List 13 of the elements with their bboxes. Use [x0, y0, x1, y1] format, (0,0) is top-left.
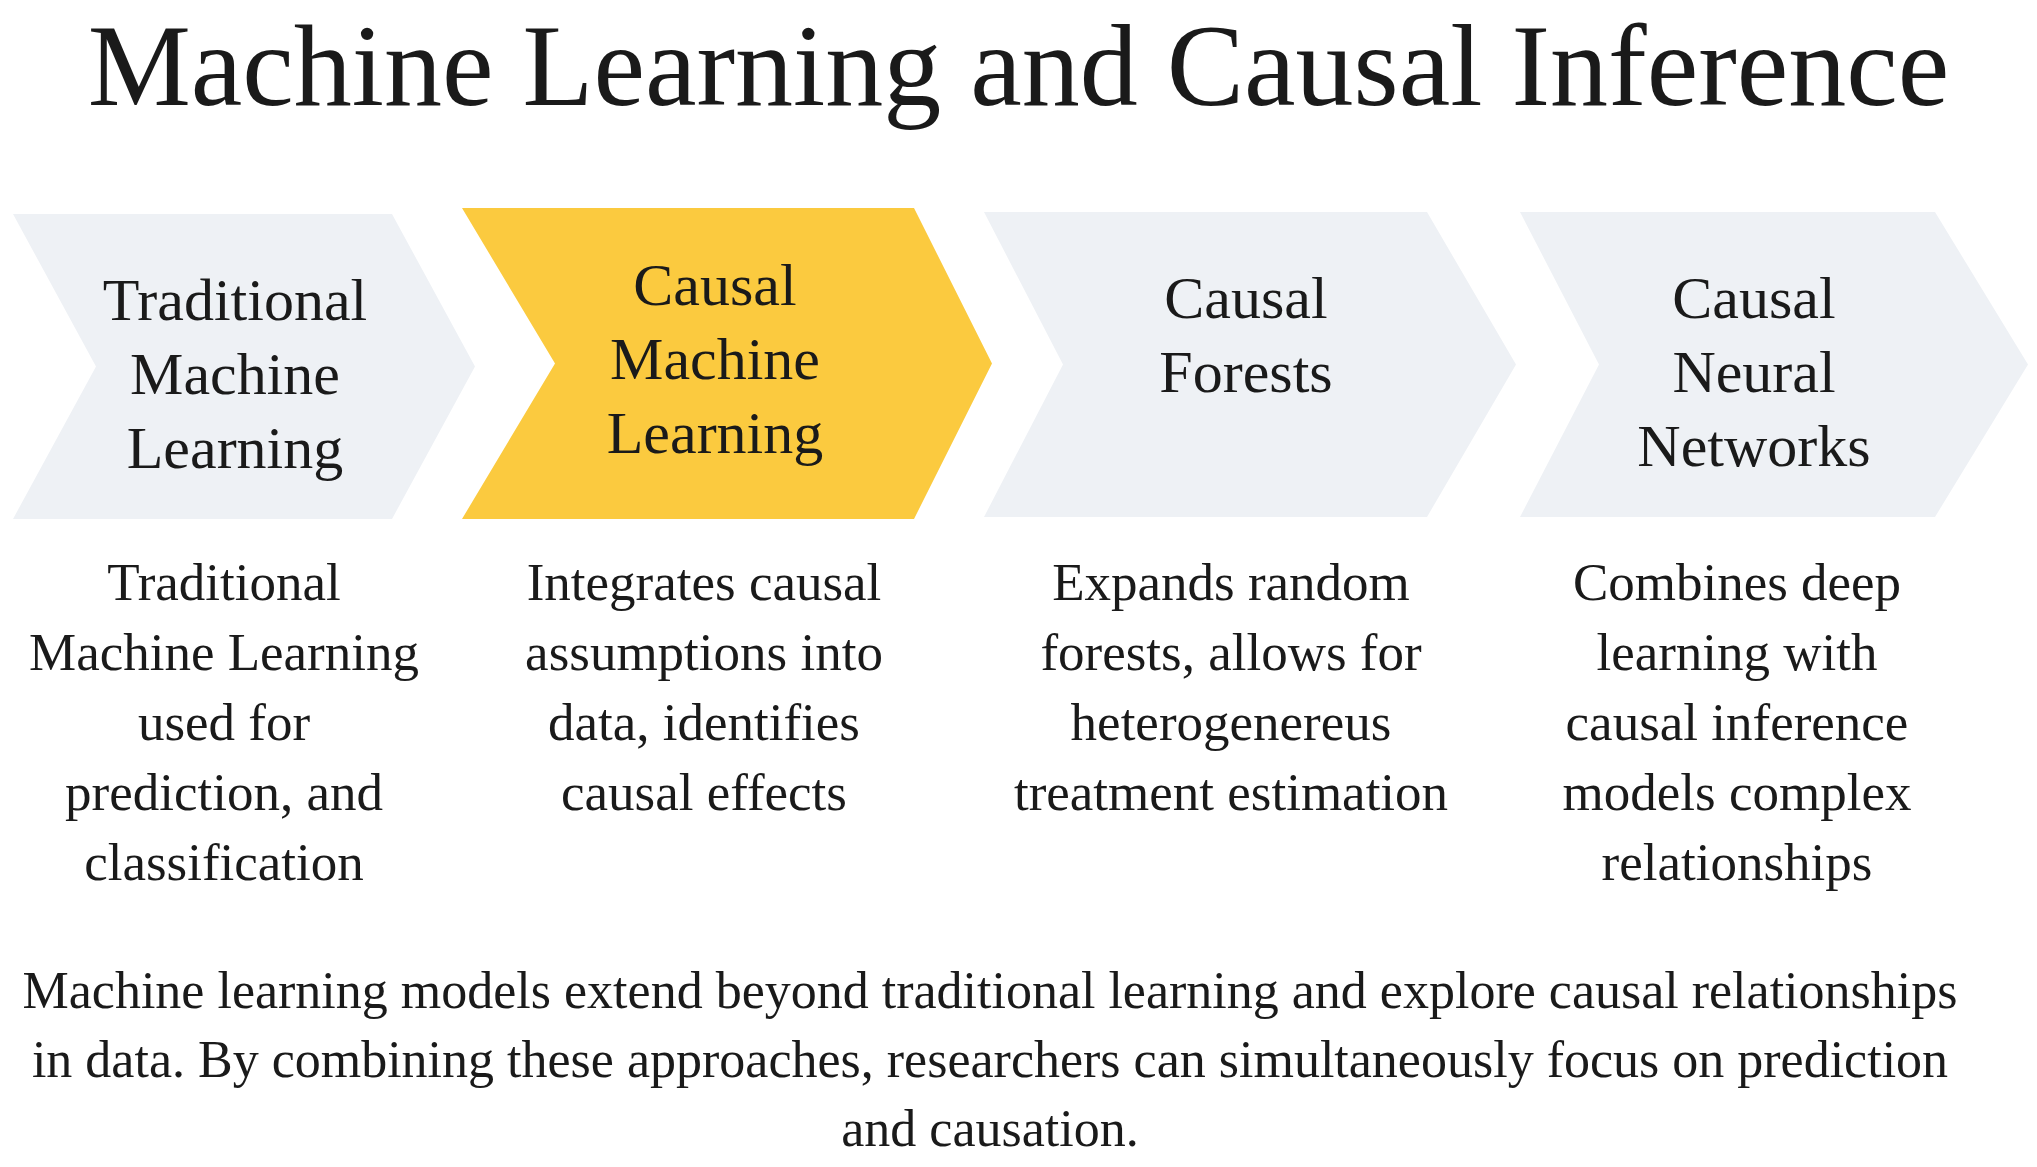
chevron-step: [13, 214, 475, 519]
step-title: Traditional Machine Learning: [101, 266, 369, 483]
step-title: Causal Neural Networks: [1636, 264, 1872, 481]
step-title: Causal Forests: [1158, 264, 1334, 407]
caption: Machine learning models extend beyond traditional learning and explore causal relationships in data. By combining these approaches, researchers can simultaneously focus on prediction and causation.: [21, 961, 1959, 1159]
step-description: Expands random forests, allows for heterogenereus treatment estimation: [1012, 552, 1450, 823]
diagram-title: Machine Learning and Causal Inference: [86, 1, 1951, 132]
chevron-step: [462, 208, 992, 519]
chevron-step: [984, 212, 1516, 517]
step-description: Combines deep learning with causal inference models complex relationships: [1561, 552, 1913, 893]
step-description: Integrates causal assumptions into data, identifies causal effects: [524, 552, 884, 823]
step-description: Traditional Machine Learning used for prediction, and classification: [28, 552, 420, 893]
step-title: Causal Machine Learning: [605, 251, 825, 468]
